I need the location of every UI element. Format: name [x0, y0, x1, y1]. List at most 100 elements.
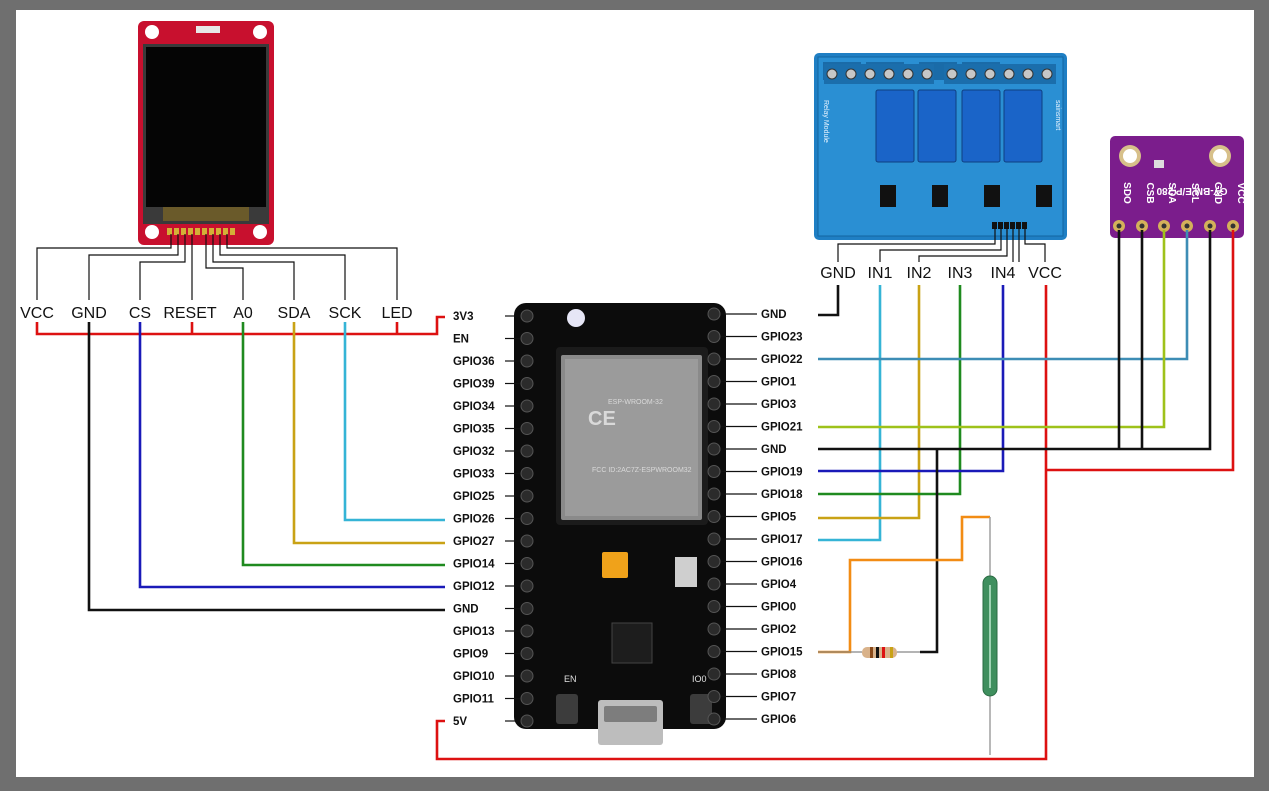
esp-pin-gpio18: GPIO18	[761, 489, 803, 501]
esp-pin-gpio2: GPIO2	[761, 624, 796, 636]
tft-pin-traces	[36, 234, 398, 300]
relay-optocoupler	[984, 185, 1000, 207]
tft-pin-sda: SDA	[278, 305, 311, 322]
esp-right-pin	[707, 397, 721, 411]
esp-pin-gpio17: GPIO17	[761, 534, 803, 546]
bme-pin-sda: SDA	[1166, 182, 1177, 203]
esp-left-pin	[520, 624, 534, 638]
esp-pin-gpio12: GPIO12	[453, 581, 495, 593]
relay-terminal-screw	[1022, 68, 1034, 80]
tft-pin-cs: CS	[129, 305, 151, 322]
relay-terminal-screw	[864, 68, 876, 80]
bme-pin-vcc: VCC	[1235, 182, 1246, 203]
bme-pin-gnd: GND	[1212, 182, 1223, 204]
wire-tft-sda	[292, 322, 445, 545]
esp-right-pin	[707, 555, 721, 568]
esp-right-pin	[707, 577, 721, 591]
wire-bme-gnd	[818, 230, 1212, 451]
esp-pin-gnd: GND	[453, 604, 479, 616]
esp-left-pin	[520, 444, 534, 458]
relay-pin-traces	[837, 228, 1046, 262]
tft-pin-sck: SCK	[329, 305, 362, 322]
esp-left-pin	[520, 377, 534, 390]
esp-module-label: ESP-WROOM-32	[608, 399, 663, 406]
relay-terminal-screw	[1003, 68, 1015, 80]
tft-pin-a0: A0	[233, 305, 253, 322]
esp-right-pin	[707, 532, 721, 546]
wire-tft-cs	[138, 322, 445, 589]
esp-left-pin	[520, 579, 534, 593]
esp-left-pin	[520, 669, 534, 683]
esp-pin-gpio16: GPIO16	[761, 557, 803, 569]
tft-header-pin	[181, 228, 186, 235]
esp-right-pin	[707, 510, 721, 523]
esp-pin-gpio23: GPIO23	[761, 332, 803, 344]
tft-pin-vcc: VCC	[20, 305, 54, 322]
relay-pin-in2: IN2	[907, 265, 932, 282]
esp-right-pin	[707, 690, 721, 703]
relay-terminal-strip	[824, 64, 934, 84]
wires	[35, 230, 1235, 761]
esp-pin-gpio9: GPIO9	[453, 649, 488, 661]
relay-terminal-screw	[902, 68, 914, 80]
esp-left-pin	[520, 309, 534, 323]
esp-pin-gpio11: GPIO11	[453, 694, 495, 706]
esp-right-pin	[707, 622, 721, 636]
esp-pin-gpio35: GPIO35	[453, 424, 495, 436]
relay-terminal-strip	[944, 64, 1056, 84]
esp-pin-gpio3: GPIO3	[761, 399, 796, 411]
esp-left-pin	[520, 647, 534, 660]
esp-pin-gpio7: GPIO7	[761, 692, 796, 704]
esp-pin-gpio39: GPIO39	[453, 379, 495, 391]
relay-module: sainsmart Relay Module	[814, 53, 1067, 240]
relay-terminal-screw	[921, 68, 933, 80]
wire-relay-gnd	[818, 285, 840, 317]
esp-pin-gpio4: GPIO4	[761, 579, 797, 591]
bme-pin-csb: CSB	[1144, 182, 1155, 203]
relay-terminal-screw	[845, 68, 857, 80]
reed-switch	[982, 517, 998, 755]
tft-pin-gnd: GND	[71, 305, 107, 322]
relay-header-pin	[1022, 222, 1027, 229]
tft-header-pin	[188, 228, 193, 235]
wire-tft-a0	[241, 322, 445, 567]
relay-header-pin	[1010, 222, 1015, 229]
relay-header-pin	[1004, 222, 1009, 229]
wire-relay-in2	[818, 285, 921, 520]
relay-optocoupler	[932, 185, 948, 207]
esp-pin-gpio21: GPIO21	[761, 422, 803, 434]
esp-right-pin	[707, 420, 721, 433]
esp-left-pin	[520, 512, 534, 525]
relay-coil	[875, 89, 915, 163]
wire-tft-3v3	[35, 315, 445, 336]
wire-bme-vcc	[1046, 230, 1235, 472]
wire-bme-scl	[818, 230, 1189, 361]
relay-terminal-screw	[1041, 68, 1053, 80]
esp-left-pin	[520, 399, 534, 413]
esp32-board: ESP-WROOM-32 FCC ID:2AC7Z-ESPWROOM32 CE …	[505, 303, 757, 745]
wire-resistor-gnd	[920, 449, 939, 654]
esp-pin-gpio8: GPIO8	[761, 669, 797, 681]
relay-coil	[917, 89, 957, 163]
relay-header-pin	[998, 222, 1003, 229]
wire-tft-gnd	[87, 322, 445, 612]
relay-brand-label: sainsmart	[1054, 100, 1061, 130]
esp-left-pin-labels: 3V3ENGPIO36GPIO39GPIO34GPIO35GPIO32GPIO3…	[453, 311, 495, 728]
esp-pin-gpio10: GPIO10	[453, 671, 495, 683]
esp-right-pin	[707, 465, 721, 478]
esp-left-pin	[520, 332, 534, 345]
esp-pin-gpio33: GPIO33	[453, 469, 495, 481]
esp-left-pin	[520, 489, 534, 503]
tft-pin-reset: RESET	[163, 305, 217, 322]
wire-relay-in3	[818, 285, 962, 496]
esp-right-pin	[707, 487, 721, 501]
relay-terminal-screw	[984, 68, 996, 80]
esp-right-pin	[707, 307, 721, 321]
wire-tft-sck	[343, 322, 445, 522]
esp-left-pin	[520, 692, 534, 705]
relay-optocoupler	[1036, 185, 1052, 207]
relay-pin-in4: IN4	[991, 265, 1016, 282]
ce-mark: CE	[588, 408, 616, 430]
